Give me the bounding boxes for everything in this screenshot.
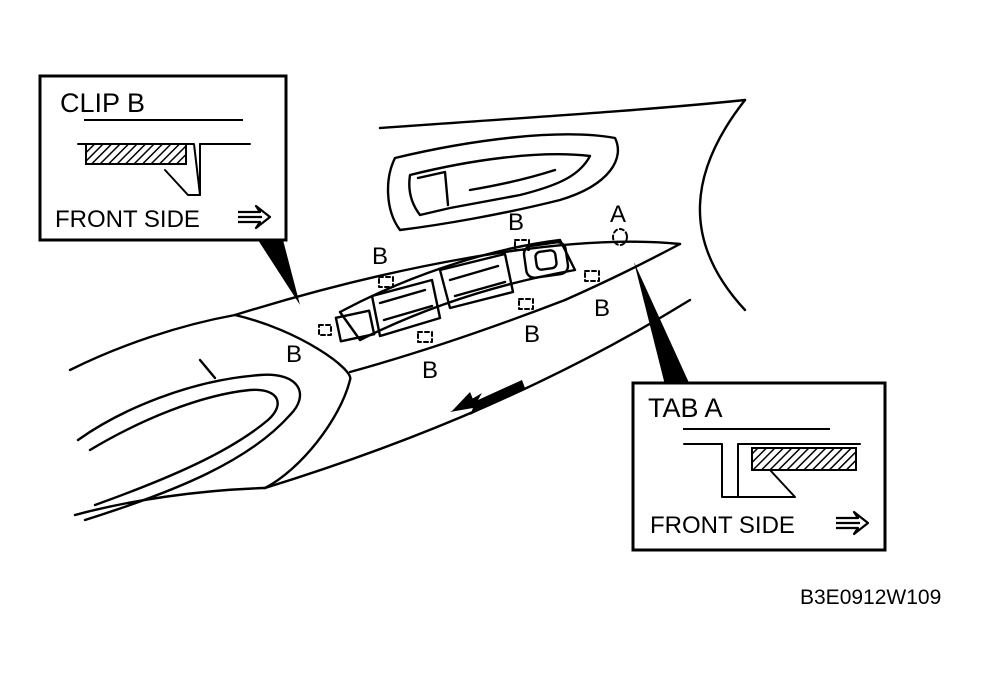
door-lock-button[interactable] [522, 241, 570, 279]
window-switch-driver[interactable] [370, 278, 442, 338]
clip-b-callout: CLIP B FRONT SIDE [38, 74, 300, 305]
tab-a-cross-section [683, 443, 861, 498]
figure-code: B3E0912W109 [800, 586, 941, 609]
window-switch-passenger[interactable] [438, 252, 515, 310]
removal-direction-arrow [450, 380, 525, 415]
clip-b-marker [378, 276, 394, 288]
label-b: B [594, 295, 610, 322]
callout-pointer [258, 240, 300, 305]
clip-b-marker [318, 324, 332, 336]
front-side-arrow-icon [238, 204, 272, 230]
label-b: B [508, 209, 524, 236]
label-b: B [524, 321, 540, 348]
tab-a-marker [612, 228, 628, 246]
clip-b-cross-section [77, 143, 251, 196]
tab-a-callout: TAB A FRONT SIDE [631, 262, 887, 552]
front-side-arrow-icon [836, 510, 870, 536]
clip-positions [318, 228, 628, 343]
power-window-switch-panel [338, 238, 577, 342]
marker-labels: B B A B B B B [286, 201, 626, 384]
callout-title: TAB A [648, 393, 723, 423]
label-b: B [372, 243, 388, 270]
callout-pointer [634, 262, 690, 385]
label-b: B [422, 357, 438, 384]
inner-door-handle[interactable] [386, 133, 620, 232]
label-b: B [286, 341, 302, 368]
window-switch-small[interactable] [334, 309, 376, 343]
clip-b-marker [584, 270, 600, 282]
clip-b-marker [417, 331, 433, 343]
label-a: A [610, 201, 626, 228]
clip-b-marker [518, 298, 534, 310]
front-side-label: FRONT SIDE [55, 206, 200, 233]
clip-b-marker [514, 239, 530, 251]
callout-title: CLIP B [60, 88, 145, 118]
front-side-label: FRONT SIDE [650, 512, 795, 539]
